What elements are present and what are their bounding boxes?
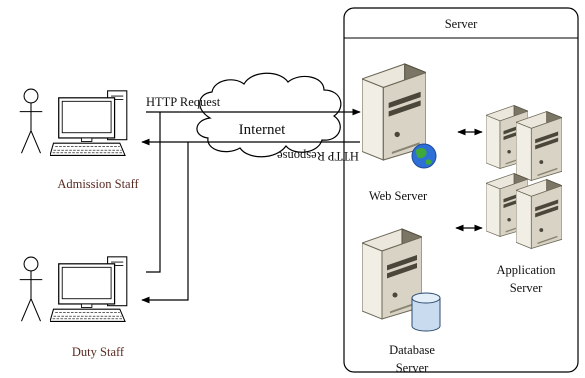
- duty-staff: Duty Staff: [19, 256, 128, 359]
- http-request-label: HTTP Request: [146, 95, 221, 109]
- web-server-label: Web Server: [369, 189, 428, 203]
- database-server-label-line1: Database: [389, 343, 435, 357]
- duty-staff-computer-icon: [50, 256, 128, 323]
- duty-staff-label: Duty Staff: [72, 345, 125, 359]
- internet-cloud: Internet: [196, 72, 342, 158]
- admission-staff-computer-icon: [50, 90, 128, 157]
- app-server-tower-icon-2: [516, 111, 562, 181]
- http-connectors: HTTP Request HTTP Response: [141, 95, 361, 304]
- admission-staff-person-icon: [19, 88, 43, 154]
- application-server: Application Server: [486, 105, 562, 295]
- web-server: Web Server: [362, 63, 437, 203]
- admission-staff-label: Admission Staff: [57, 177, 139, 191]
- http-response-label: HTTP Response: [277, 149, 359, 163]
- server-container-title: Server: [445, 17, 478, 31]
- app-server-tower-icon-4: [516, 179, 562, 249]
- database-server-label-line2: Server: [396, 361, 429, 375]
- database-server: Database Server: [362, 228, 441, 375]
- duty-staff-person-icon: [19, 256, 43, 322]
- internet-label: Internet: [239, 122, 286, 138]
- admission-staff: Admission Staff: [19, 88, 140, 191]
- duty-response-connector: [141, 142, 189, 304]
- database-cylinder-icon: [411, 292, 441, 332]
- application-server-label-line1: Application: [496, 263, 556, 277]
- globe-icon: [411, 143, 437, 169]
- web-server-tower-icon: [362, 63, 426, 161]
- duty-request-connector: [146, 112, 161, 273]
- application-server-label-line2: Server: [510, 281, 543, 295]
